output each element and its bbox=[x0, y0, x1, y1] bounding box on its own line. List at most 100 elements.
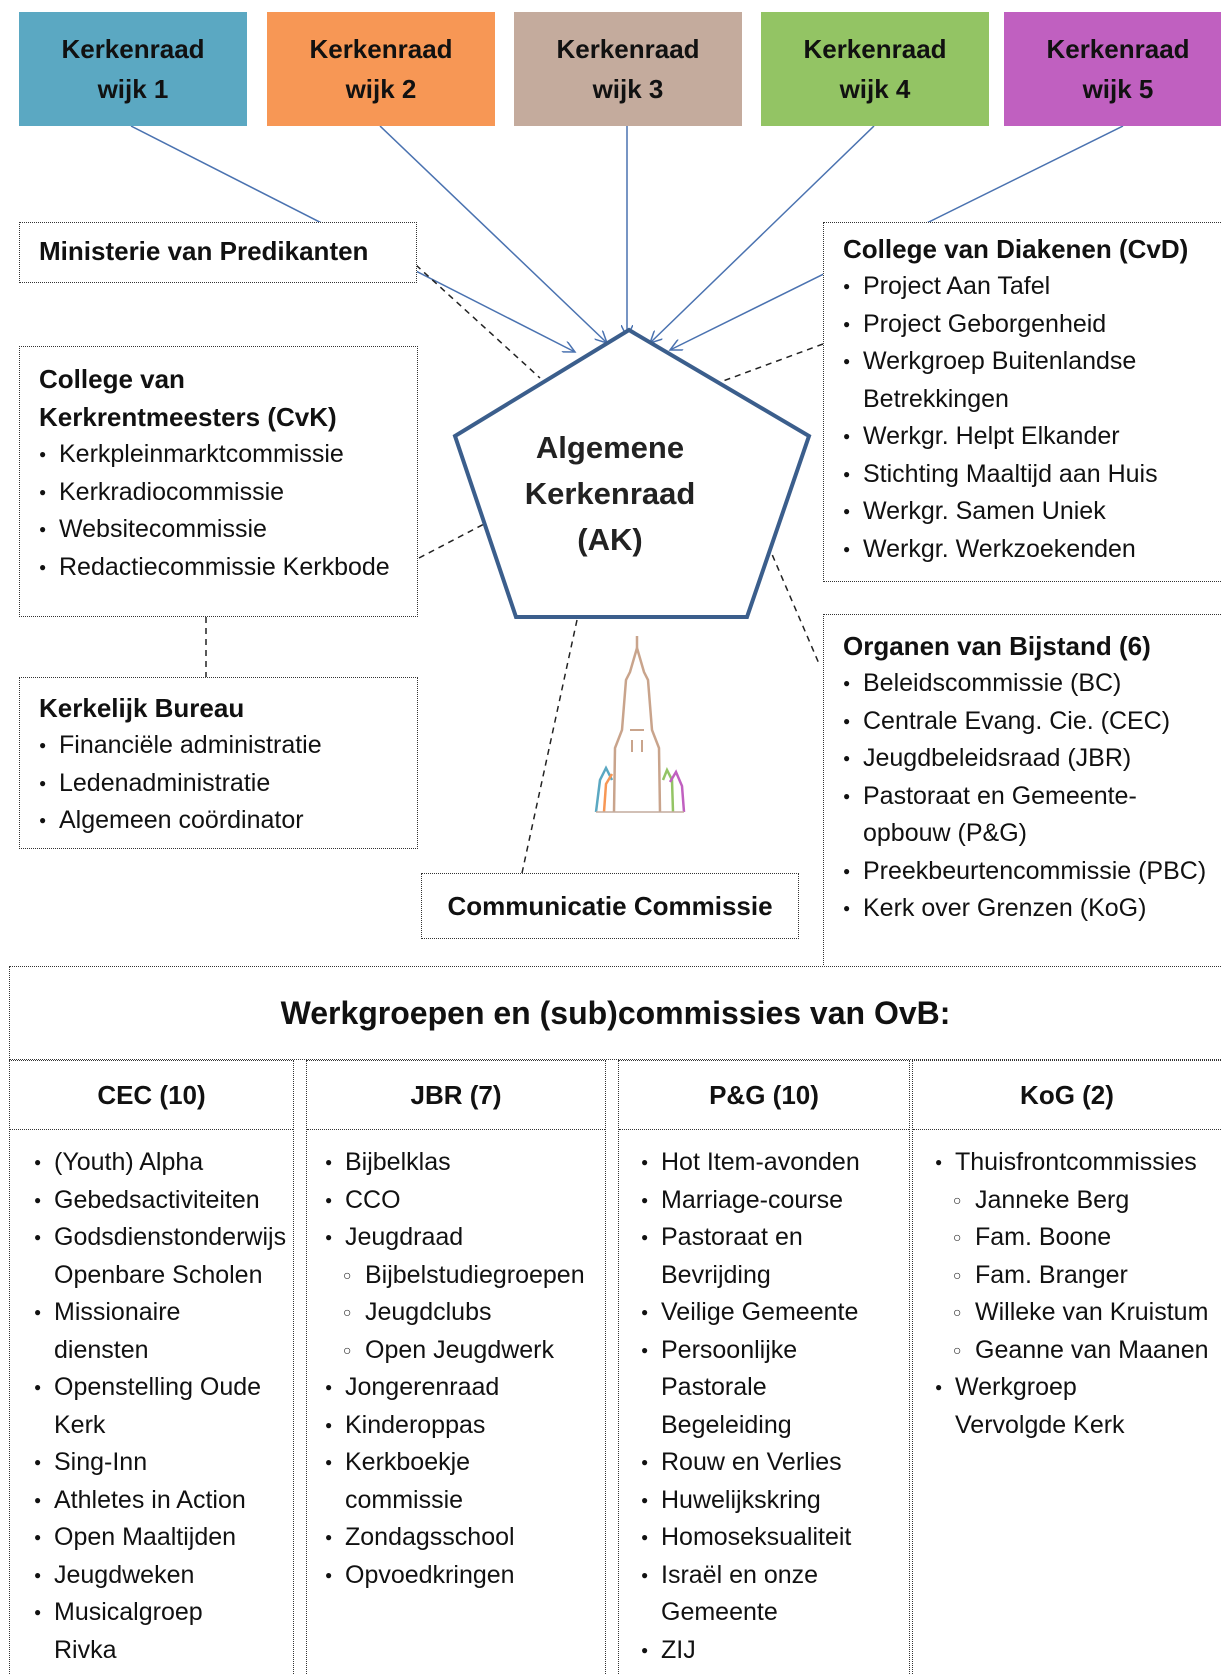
column-kog: KoG (2) Thuisfrontcommissies Janneke Ber… bbox=[912, 1060, 1221, 1674]
dash-cvd bbox=[714, 343, 824, 385]
list-item: Centrale Evang. Cie. (CEC) bbox=[843, 703, 1219, 741]
kerkenraad-wijk-1-box: Kerkenraad wijk 1 bbox=[19, 12, 247, 126]
dash-ministerie bbox=[415, 264, 541, 379]
dash-cvk bbox=[418, 522, 487, 559]
list-item: Stichting Maaltijd aan Huis bbox=[843, 456, 1203, 494]
list-item: Rouw en Verlies bbox=[641, 1444, 891, 1482]
jbr-sublist: Bijbelstudiegroepen Jeugdclubs Open Jeug… bbox=[325, 1257, 605, 1370]
list-item: CCO bbox=[325, 1182, 605, 1220]
wijk-1-line2: wijk 1 bbox=[97, 74, 169, 104]
sub-list-item: Open Jeugdwerk bbox=[325, 1332, 605, 1370]
list-item: (Youth) Alpha bbox=[34, 1144, 284, 1182]
list-item: Jeugdraad bbox=[325, 1219, 605, 1257]
center-line3: (AK) bbox=[577, 522, 643, 557]
werkgroepen-title: Werkgroepen en (sub)commissies van OvB: bbox=[280, 994, 951, 1031]
column-kog-body: Thuisfrontcommissies Janneke Berg Fam. B… bbox=[913, 1130, 1221, 1444]
organen-box: Organen van Bijstand (6) Beleidscommissi… bbox=[823, 614, 1221, 965]
list-item: Jeugdbeleidsraad (JBR) bbox=[843, 740, 1219, 778]
jbr-list-a: Bijbelklas CCO Jeugdraad bbox=[325, 1144, 605, 1257]
ministerie-title: Ministerie van Predikanten bbox=[39, 236, 369, 266]
list-item: Homoseksualiteit bbox=[641, 1519, 891, 1557]
list-item: Jeugdweken bbox=[34, 1557, 284, 1595]
list-item: Werkgr. Helpt Elkander bbox=[843, 418, 1203, 456]
sub-list-item: Bijbelstudiegroepen bbox=[325, 1257, 605, 1295]
center-line1: Algemene bbox=[535, 430, 685, 465]
list-item: Jongerenraad bbox=[325, 1369, 515, 1407]
wijk-1-line1: Kerkenraad bbox=[61, 34, 205, 64]
cvd-list: Project Aan Tafel Project Geborgenheid W… bbox=[843, 268, 1203, 568]
dash-communicatie bbox=[521, 619, 578, 874]
list-item: ZIJ bbox=[641, 1632, 891, 1670]
list-item: Werkgr. Werkzoekenden bbox=[843, 531, 1203, 569]
sub-list-item: Willeke van Kruistum bbox=[935, 1294, 1221, 1332]
pg-list: Hot Item-avonden Marriage-course Pastora… bbox=[641, 1144, 891, 1669]
arrow-wijk-4 bbox=[650, 125, 875, 343]
cec-list: (Youth) Alpha Gebedsactiviteiten Godsdie… bbox=[34, 1144, 286, 1669]
list-item: Opvoedkringen bbox=[325, 1557, 515, 1595]
organen-list: Beleidscommissie (BC) Centrale Evang. Ci… bbox=[843, 665, 1219, 928]
wijk-3-line1: Kerkenraad bbox=[556, 34, 700, 64]
list-item: Kerk over Grenzen (KoG) bbox=[843, 890, 1219, 928]
bureau-list: Financiële administratie Ledenadministra… bbox=[39, 727, 417, 840]
list-item: Websitecommissie bbox=[39, 511, 417, 549]
bureau-title: Kerkelijk Bureau bbox=[39, 693, 245, 723]
column-jbr-header: JBR (7) bbox=[307, 1061, 605, 1130]
list-item: Musicalgroep Rivka bbox=[34, 1594, 234, 1669]
cvk-title-line2: Kerkrentmeesters (CvK) bbox=[39, 402, 337, 432]
list-item: Athletes in Action bbox=[34, 1482, 284, 1520]
kog-list-b: Werkgroep Vervolgde Kerk bbox=[935, 1369, 1135, 1444]
wijk-3-line2: wijk 3 bbox=[592, 74, 664, 104]
list-item: Ledenadministratie bbox=[39, 765, 417, 803]
list-item: Israël en onze Gemeente bbox=[641, 1557, 851, 1632]
list-item: Kinderoppas bbox=[325, 1407, 515, 1445]
list-item: Gebedsactiviteiten bbox=[34, 1182, 284, 1220]
list-item: Openstelling Oude Kerk bbox=[34, 1369, 293, 1444]
list-item: Werkgr. Samen Uniek bbox=[843, 493, 1203, 531]
list-item: Pastoraat en Bevrijding bbox=[641, 1219, 831, 1294]
center-label: Algemene Kerkenraad (AK) bbox=[500, 425, 720, 563]
sub-list-item: Fam. Branger bbox=[935, 1257, 1221, 1295]
list-item: Veilige Gemeente bbox=[641, 1294, 891, 1332]
list-item: Project Aan Tafel bbox=[843, 268, 1203, 306]
list-item: Open Maaltijden bbox=[34, 1519, 284, 1557]
list-item: Zondagsschool bbox=[325, 1519, 515, 1557]
list-item: Pastoraat en Gemeente-opbouw (P&G) bbox=[843, 778, 1153, 853]
list-item: Kerkradiocommissie bbox=[39, 474, 417, 512]
list-item: Redactiecommissie Kerkbode bbox=[39, 549, 417, 587]
list-item: Project Geborgenheid bbox=[843, 306, 1203, 344]
wijk-5-line2: wijk 5 bbox=[1082, 74, 1154, 104]
cvd-title: College van Diakenen (CvD) bbox=[843, 234, 1189, 264]
jbr-list-b: Jongerenraad Kinderoppas Kerkboekje comm… bbox=[325, 1369, 515, 1594]
ministerie-box: Ministerie van Predikanten bbox=[19, 222, 417, 283]
list-item: Kerkpleinmarktcommissie bbox=[39, 436, 417, 474]
center-pentagon bbox=[452, 327, 812, 619]
kog-list-a: Thuisfrontcommissies bbox=[935, 1144, 1221, 1182]
church-logo bbox=[594, 636, 686, 813]
list-item: Bijbelklas bbox=[325, 1144, 605, 1182]
sub-list-item: Jeugdclubs bbox=[325, 1294, 605, 1332]
cvd-box: College van Diakenen (CvD) Project Aan T… bbox=[823, 222, 1221, 582]
list-item: Kerkboekje commissie bbox=[325, 1444, 495, 1519]
wijk-4-line2: wijk 4 bbox=[839, 74, 911, 104]
wijk-2-line2: wijk 2 bbox=[345, 74, 417, 104]
dash-organen bbox=[767, 544, 821, 667]
column-pg: P&G (10) Hot Item-avonden Marriage-cours… bbox=[618, 1060, 910, 1674]
kog-sublist: Janneke Berg Fam. Boone Fam. Branger Wil… bbox=[935, 1182, 1221, 1370]
wijk-4-line1: Kerkenraad bbox=[803, 34, 947, 64]
list-item: Persoonlijke Pastorale Begeleiding bbox=[641, 1332, 811, 1445]
sub-list-item: Fam. Boone bbox=[935, 1219, 1221, 1257]
arrow-wijk-2 bbox=[379, 125, 607, 343]
kerkenraad-wijk-4-box: Kerkenraad wijk 4 bbox=[761, 12, 989, 126]
list-item: Missionaire diensten bbox=[34, 1294, 204, 1369]
column-kog-header: KoG (2) bbox=[913, 1061, 1221, 1130]
cvk-box: College van Kerkrentmeesters (CvK) Kerkp… bbox=[19, 346, 418, 617]
center-line2: Kerkenraad bbox=[524, 476, 696, 511]
organen-title: Organen van Bijstand (6) bbox=[843, 631, 1151, 661]
list-item: Sing-Inn bbox=[34, 1444, 284, 1482]
list-item: Werkgroep Buitenlandse Betrekkingen bbox=[843, 343, 1203, 418]
column-jbr: JBR (7) Bijbelklas CCO Jeugdraad Bijbels… bbox=[306, 1060, 606, 1674]
list-item: Marriage-course bbox=[641, 1182, 891, 1220]
column-cec-header: CEC (10) bbox=[10, 1061, 293, 1130]
list-item: Godsdienstonderwijs Openbare Scholen bbox=[34, 1219, 293, 1294]
